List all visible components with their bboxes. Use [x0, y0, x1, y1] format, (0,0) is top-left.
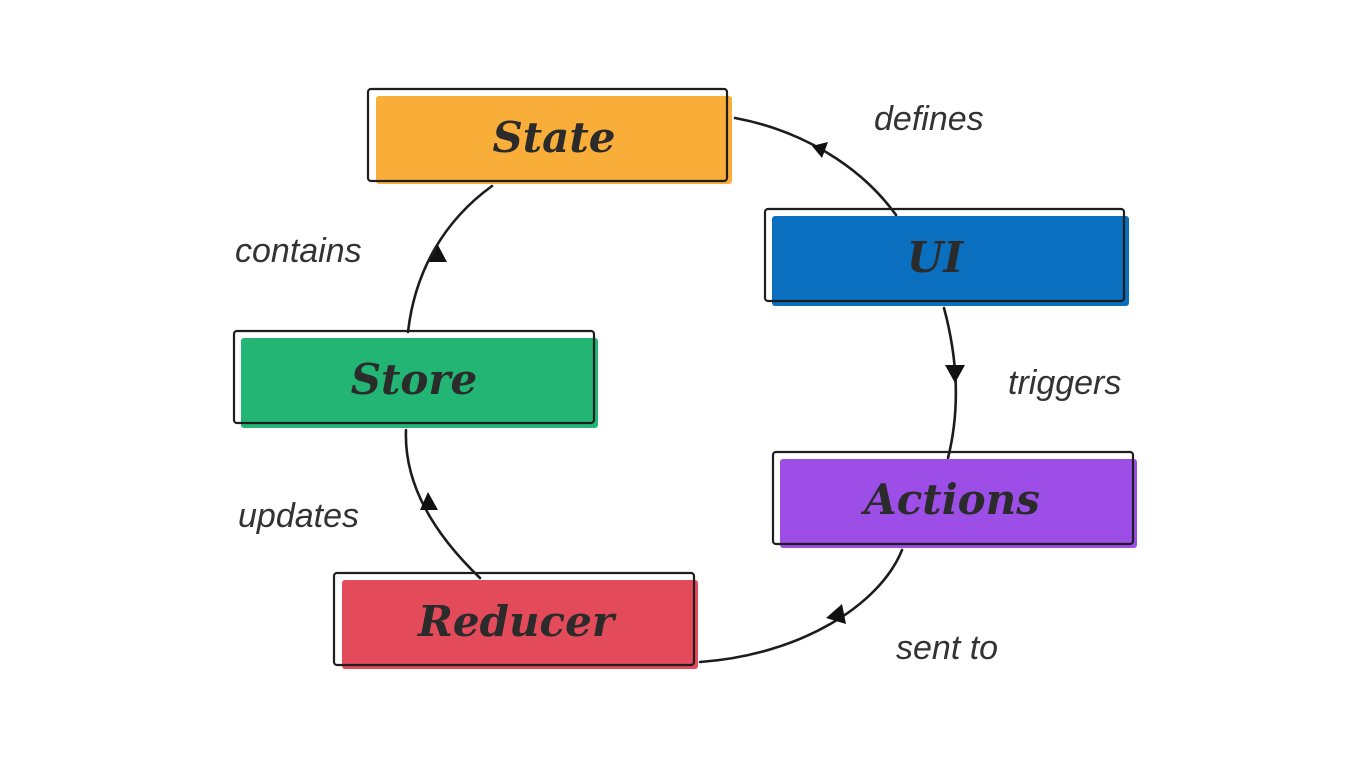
- node-ui-label: UI: [907, 233, 965, 282]
- node-state-fill: [376, 96, 732, 184]
- node-store-label: Store: [351, 355, 478, 404]
- edge-store-to-state: [406, 184, 494, 334]
- node-reducer-outline: [332, 571, 696, 667]
- node-store-outline: [232, 329, 596, 425]
- edge-label-sent-to: sent to: [896, 629, 998, 667]
- node-state-label: State: [492, 113, 615, 162]
- node-state-outline: [366, 87, 729, 183]
- node-ui-outline: [763, 207, 1126, 303]
- edge-ui-to-actions: [942, 306, 965, 460]
- edge-label-updates: updates: [238, 497, 359, 535]
- node-ui: UI: [763, 207, 1129, 306]
- node-ui-fill: [772, 216, 1129, 306]
- arrowhead-state-ui: [812, 142, 828, 158]
- arrowhead-store-state: [429, 245, 447, 262]
- edge-label-triggers: triggers: [1008, 364, 1121, 402]
- arrowhead-actions-reducer: [826, 604, 846, 624]
- arrowhead-ui-actions: [945, 365, 965, 383]
- edge-label-contains: contains: [235, 232, 362, 270]
- node-state: State: [366, 87, 732, 184]
- edge-reducer-to-store: [404, 428, 482, 580]
- arrowhead-reducer-store: [420, 492, 438, 510]
- edge-actions-to-reducer: [698, 548, 904, 664]
- node-reducer-label: Reducer: [417, 597, 617, 646]
- node-reducer-fill: [342, 580, 698, 669]
- edge-state-to-ui: [733, 116, 898, 217]
- node-actions: Actions: [771, 450, 1137, 548]
- edge-label-defines: defines: [874, 100, 984, 138]
- node-store-fill: [241, 338, 598, 428]
- node-actions-label: Actions: [860, 475, 1040, 524]
- node-actions-fill: [780, 459, 1137, 548]
- node-reducer: Reducer: [332, 571, 698, 669]
- node-actions-outline: [771, 450, 1135, 546]
- node-store: Store: [232, 329, 598, 428]
